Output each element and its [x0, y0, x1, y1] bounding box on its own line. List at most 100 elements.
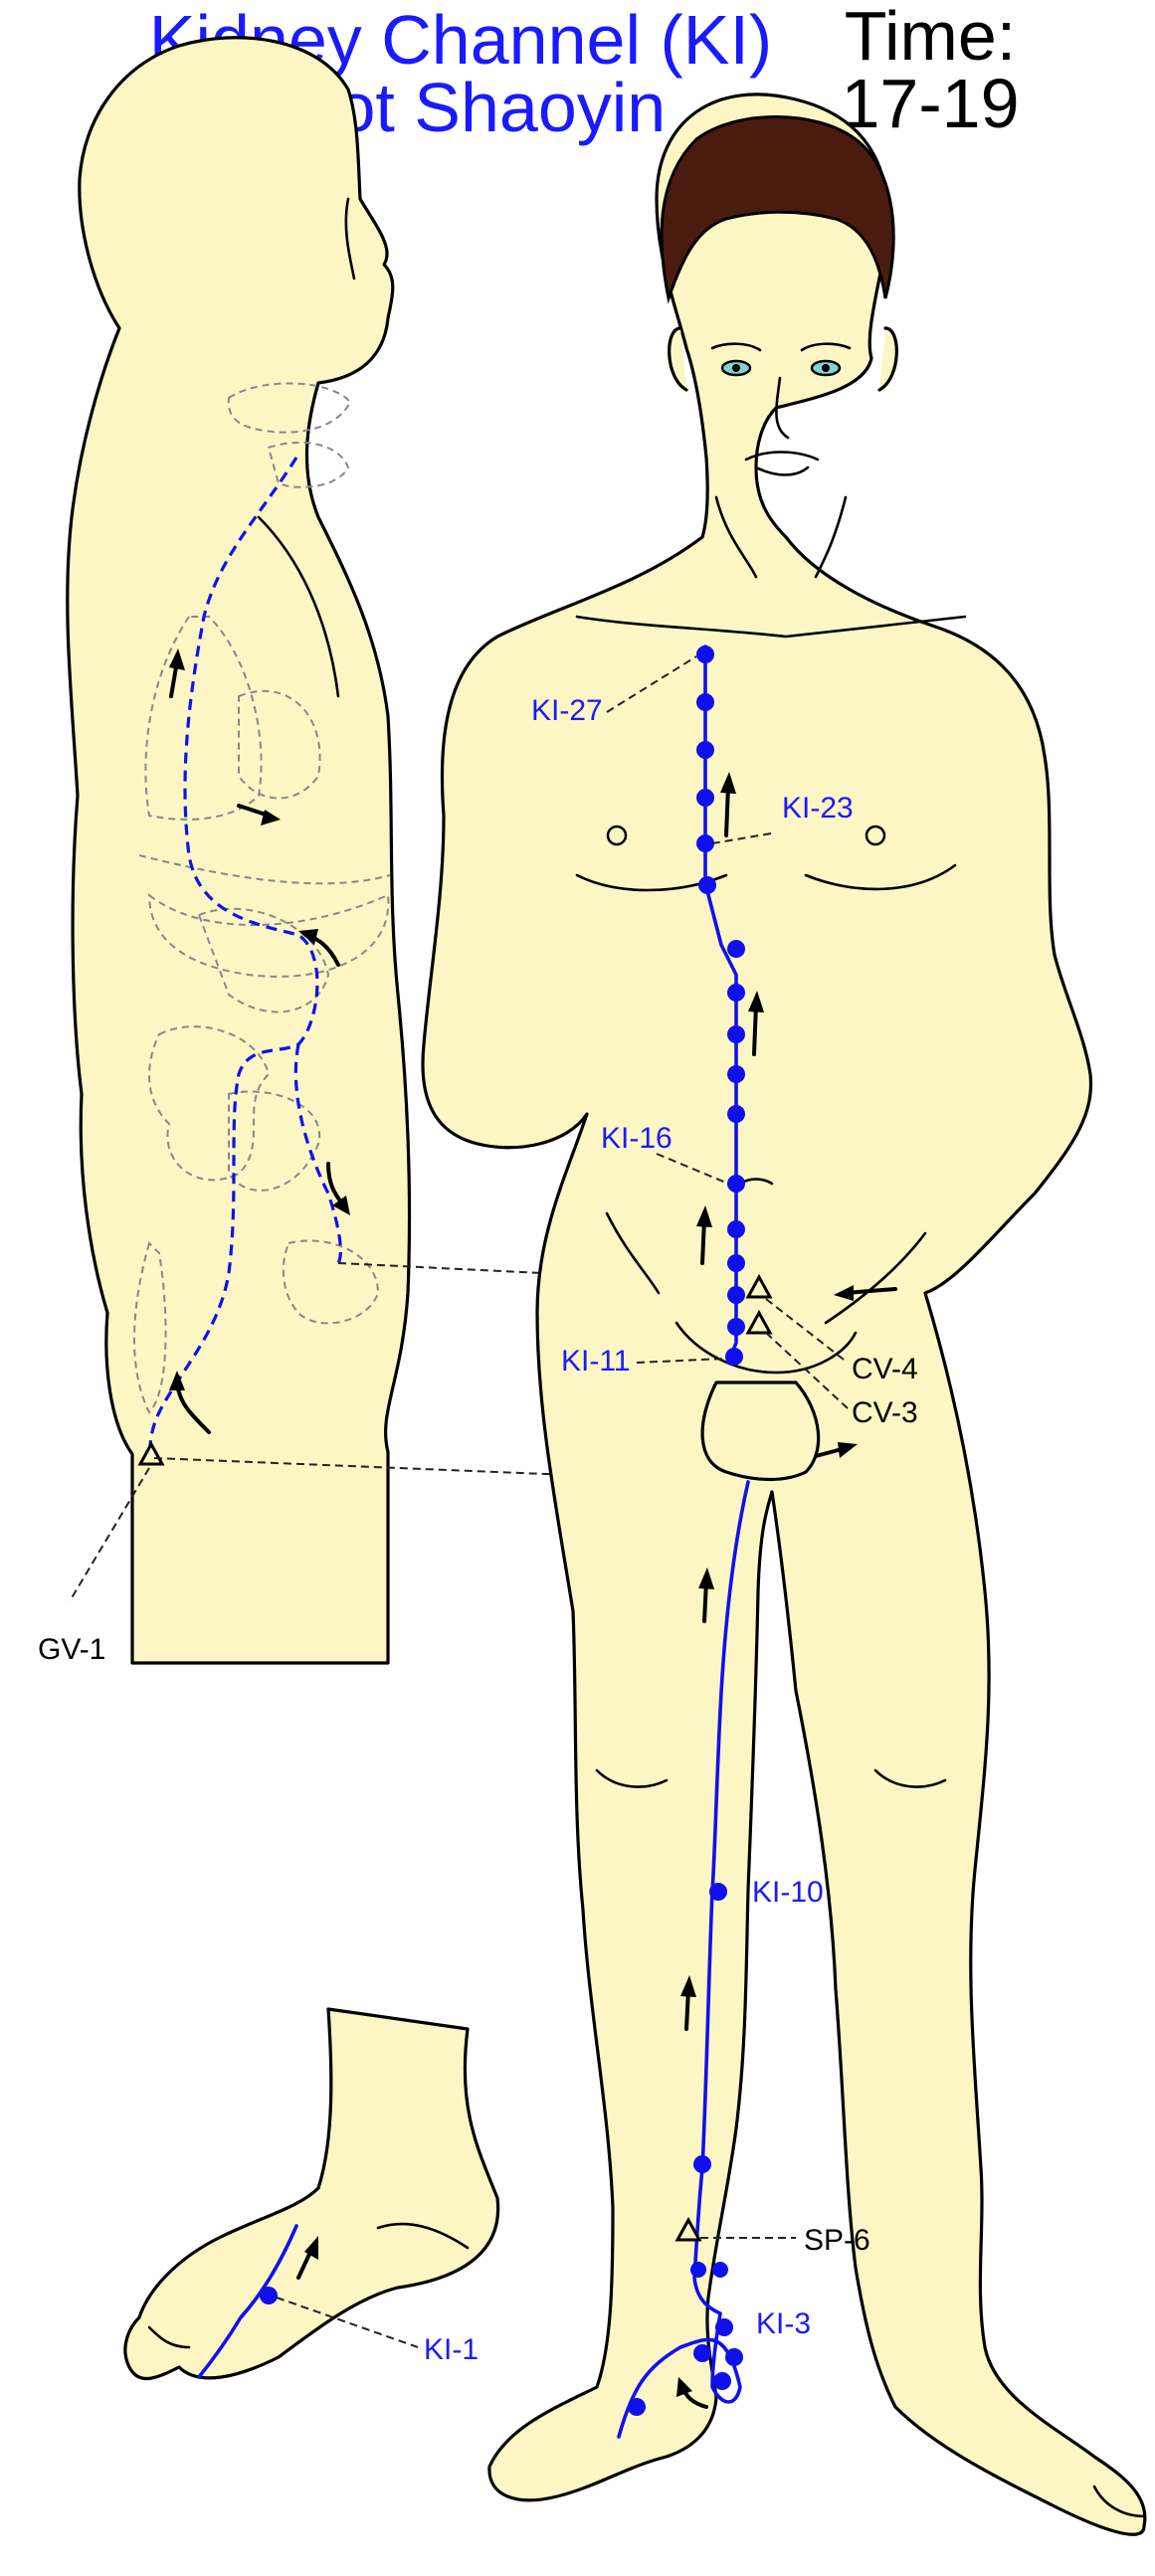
ki25-point — [696, 741, 714, 759]
heart-outline — [238, 689, 321, 800]
gv1-leader — [69, 1467, 150, 1602]
ki7-point — [690, 2262, 706, 2278]
ki23-label: KI-23 — [782, 792, 854, 825]
ki4-point — [693, 2344, 711, 2362]
ki17-point — [727, 1105, 745, 1123]
internal-channel-branch — [293, 1043, 342, 1264]
hair — [660, 115, 895, 304]
ki18-point — [727, 1065, 745, 1083]
ki26-point — [696, 693, 714, 711]
nose — [775, 376, 790, 440]
foot-channel-line — [197, 2224, 298, 2379]
ki15-point — [727, 1220, 745, 1238]
ki21-point — [727, 940, 745, 958]
ki3-label: KI-3 — [756, 2307, 811, 2340]
time-value: 17-19 — [841, 65, 1019, 142]
ki2-point — [628, 2398, 646, 2416]
ki13-point — [727, 1286, 745, 1304]
ki12-point — [727, 1318, 745, 1336]
ki1-point — [260, 2287, 278, 2304]
liver-outline — [147, 892, 390, 978]
left-nipple — [606, 825, 628, 846]
ki24-point — [696, 789, 714, 807]
side-face-line — [344, 197, 356, 280]
ki5-point — [713, 2372, 731, 2390]
right-ear — [877, 326, 898, 392]
foot-sole-view — [123, 2007, 500, 2381]
cv4-leader — [765, 1298, 849, 1364]
heel-line — [376, 2222, 470, 2250]
cv3-label: CV-3 — [852, 1396, 918, 1429]
side-chest-line — [257, 515, 340, 698]
channel-leg-line — [617, 1480, 750, 2439]
side-view-figure: GV-1 — [38, 36, 412, 1666]
front-flow-arrows — [676, 772, 897, 2409]
toe-line — [147, 2325, 191, 2349]
right-knee-line — [873, 1768, 947, 1788]
nasal-cavity — [227, 382, 352, 434]
oral-cavity — [267, 441, 350, 488]
right-nipple — [865, 825, 886, 846]
left-knee-line — [595, 1768, 669, 1788]
mustache — [744, 451, 820, 461]
ki27-label: KI-27 — [531, 694, 603, 727]
intestines-outline-2 — [228, 1090, 321, 1192]
right-toes-line — [1092, 2484, 1146, 2518]
mouth — [754, 465, 810, 476]
ki8-point — [712, 2262, 728, 2278]
cv4-label: CV-4 — [852, 1353, 918, 1385]
ki10-label: KI-10 — [752, 1876, 824, 1909]
ki27-point — [696, 645, 714, 663]
ki27-leader — [606, 655, 697, 713]
groin-line — [674, 1321, 858, 1375]
ki1-label: KI-1 — [424, 2333, 479, 2366]
ki16-label: KI-16 — [601, 1122, 673, 1155]
ki14-point — [727, 1254, 745, 1272]
ki23-leader — [711, 832, 772, 844]
left-hip-line — [605, 1211, 661, 1295]
sp6-label: SP-6 — [804, 2224, 870, 2257]
right-eyebrow — [800, 342, 852, 352]
ki11-leader — [636, 1358, 725, 1364]
ki10-point — [709, 1883, 727, 1901]
ki23-point — [696, 834, 714, 852]
cv3-point — [745, 1309, 773, 1335]
foot-outline — [123, 2007, 500, 2381]
left-eyebrow — [710, 342, 762, 352]
ki3-point — [715, 2318, 733, 2336]
gv1-label: GV-1 — [38, 1633, 105, 1666]
kidney-channel-front — [617, 644, 773, 2439]
cv3-leader — [765, 1332, 849, 1409]
right-pec-line — [804, 863, 957, 891]
ki9-point — [693, 2155, 711, 2173]
clavicle-line — [575, 615, 967, 639]
rectum-outline — [133, 1241, 167, 1414]
right-hip-line — [824, 1231, 927, 1325]
front-view-figure — [421, 92, 1147, 2536]
ki11-label: KI-11 — [561, 1345, 630, 1378]
connector-gv1 — [153, 1457, 742, 1483]
stomach-outline — [197, 907, 330, 1013]
ki11-point — [725, 1348, 743, 1366]
side-view-body — [66, 36, 412, 1665]
genital-outline — [700, 1380, 821, 1482]
sp6-point — [674, 2216, 702, 2242]
intestines-outline — [148, 1025, 271, 1182]
neck-line-right — [814, 495, 848, 579]
time-label: Time: — [845, 0, 1016, 75]
ki19-point — [727, 1025, 745, 1043]
ki16-leader — [656, 1153, 729, 1185]
front-view-body — [421, 92, 1147, 2536]
internal-channel-path — [148, 457, 319, 1459]
front-leader-lines — [606, 655, 849, 2239]
ki16-point — [727, 1175, 745, 1193]
ki22-point — [698, 876, 716, 894]
bladder-outline — [282, 1239, 380, 1325]
neck-line-left — [714, 495, 758, 579]
left-ear — [668, 326, 688, 392]
ki6-point — [725, 2348, 743, 2366]
lung-outline — [144, 616, 263, 821]
cv4-point — [745, 1273, 773, 1299]
ki20-point — [727, 984, 745, 1002]
